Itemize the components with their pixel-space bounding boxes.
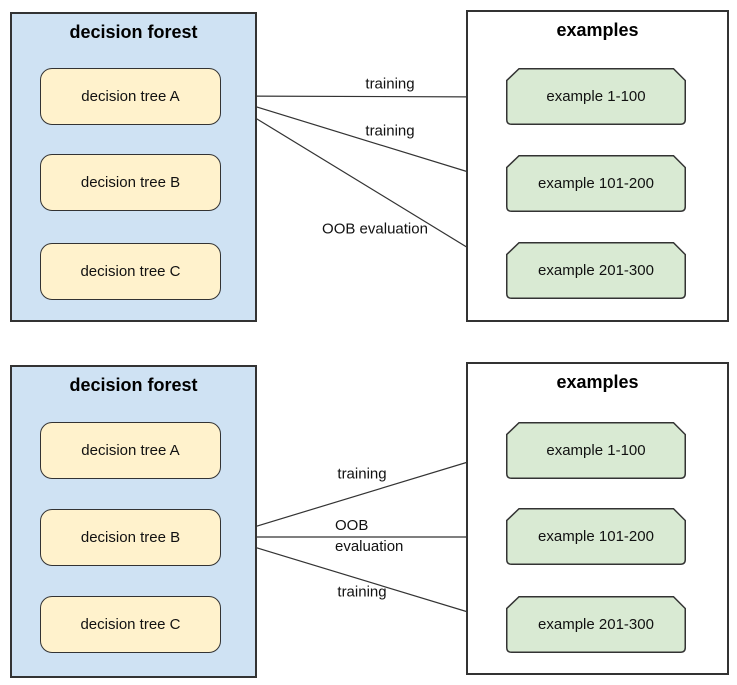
example-node-label: example 201-300 bbox=[538, 616, 654, 633]
bottom-tree-node-b: decision tree B bbox=[40, 509, 221, 566]
example-shape bbox=[506, 596, 686, 653]
tree-node-label: decision tree C bbox=[80, 263, 181, 280]
bottom-arrow-label-oob-evaluation: OOB evaluation bbox=[335, 517, 404, 555]
top-example-node-2: example 101-200 bbox=[506, 155, 686, 212]
bottom-examples-title: examples bbox=[556, 372, 639, 392]
example-node-label: example 201-300 bbox=[538, 262, 654, 279]
top-tree-node-b: decision tree B bbox=[40, 154, 221, 211]
arrow-top-training-1 bbox=[220, 92, 502, 102]
tree-node-label: decision tree B bbox=[80, 529, 181, 546]
arrow-top-oob-evaluation bbox=[220, 96, 502, 269]
top-arrow-label-training-1: training bbox=[365, 75, 415, 93]
top-example-node-1: example 1-100 bbox=[506, 68, 686, 125]
top-examples-title: examples bbox=[556, 20, 639, 40]
top-arrow-label-oob-evaluation: OOB evaluation bbox=[322, 220, 428, 238]
bottom-example-node-3: example 201-300 bbox=[506, 596, 686, 653]
top-example-node-3: example 201-300 bbox=[506, 242, 686, 299]
example-node-label: example 1-100 bbox=[546, 442, 646, 459]
example-shape bbox=[506, 422, 686, 479]
tree-node-label: decision tree A bbox=[81, 88, 180, 105]
bottom-tree-node-a: decision tree A bbox=[40, 422, 221, 479]
bottom-example-node-1: example 1-100 bbox=[506, 422, 686, 479]
bottom-tree-node-c: decision tree C bbox=[40, 596, 221, 653]
example-shape bbox=[506, 508, 686, 565]
tree-node-label: decision tree A bbox=[81, 442, 180, 459]
example-shape bbox=[506, 68, 686, 125]
tree-node-label: decision tree B bbox=[80, 174, 181, 191]
arrow-top-training-2 bbox=[220, 95, 502, 184]
top-arrow-label-training-2: training bbox=[365, 122, 415, 140]
bottom-arrow-label-training-1: training bbox=[337, 465, 387, 483]
top-forest-title: decision forest bbox=[69, 22, 198, 42]
example-shape bbox=[506, 155, 686, 212]
bottom-forest-title: decision forest bbox=[69, 375, 198, 395]
bottom-example-node-2: example 101-200 bbox=[506, 508, 686, 565]
example-node-label: example 101-200 bbox=[538, 175, 654, 192]
top-tree-node-a: decision tree A bbox=[40, 68, 221, 125]
example-shape bbox=[506, 242, 686, 299]
bottom-arrow-label-training-2: training bbox=[337, 583, 387, 601]
example-node-label: example 1-100 bbox=[546, 88, 646, 105]
top-tree-node-c: decision tree C bbox=[40, 243, 221, 300]
tree-node-label: decision tree C bbox=[80, 616, 181, 633]
example-node-label: example 101-200 bbox=[538, 528, 654, 545]
